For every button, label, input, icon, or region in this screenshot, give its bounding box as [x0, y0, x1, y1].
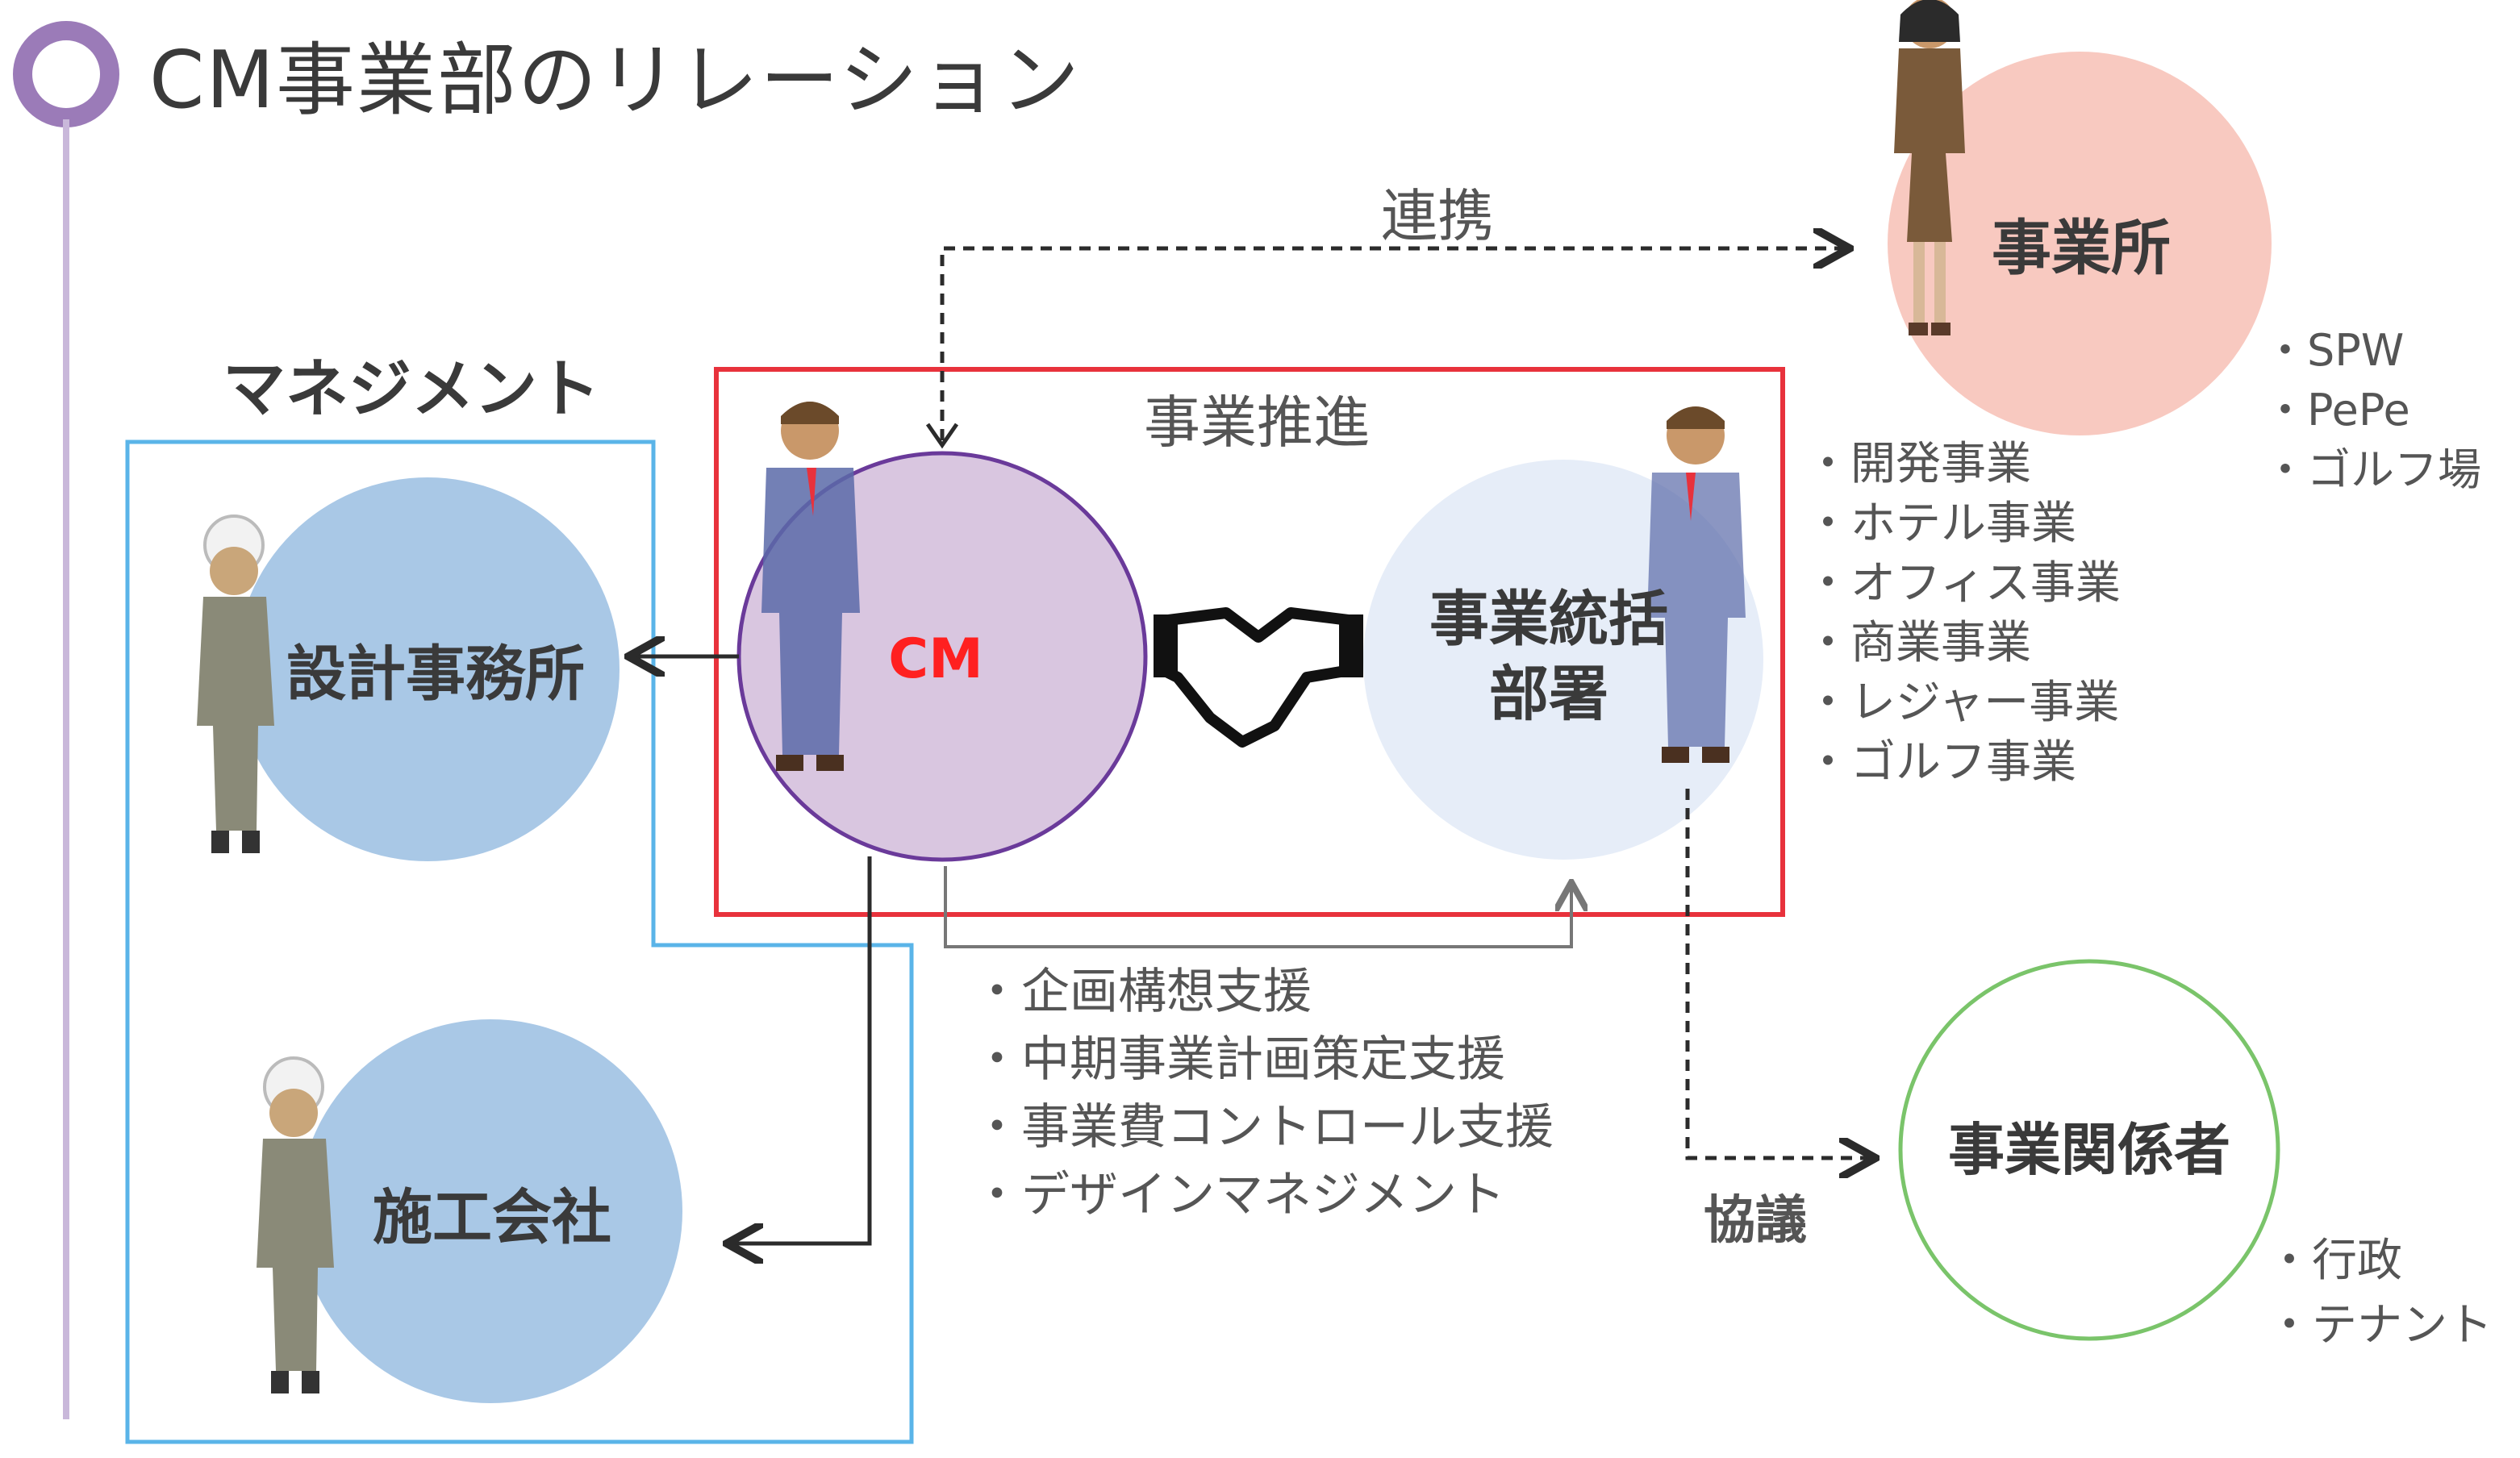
page-title: CM事業部のリレーション [149, 35, 1082, 127]
site-list: ・SPW ・PePe ・ゴルフ場 [2263, 329, 2481, 508]
cooperation-label: 連携 [1381, 183, 1494, 249]
arrow-cooperation [940, 248, 1846, 440]
arrow-cooperation-head-icon [925, 423, 959, 449]
list-item: ・事業費コントロール支援 [973, 1099, 1554, 1156]
list-item: ・テナント [2267, 1299, 2493, 1352]
title-ring-icon [13, 21, 119, 127]
support-list: ・企画構想支援 ・中期事業計画策定支援 ・事業費コントロール支援 ・デザインマネ… [973, 968, 1554, 1239]
design-office-label: 設計事務所 [286, 639, 585, 709]
list-item: ・ゴルフ場 [2263, 444, 2481, 495]
construction-company-label: 施工会社 [373, 1183, 611, 1252]
list-item: ・オフィス事業 [1805, 557, 2121, 610]
list-item: ・ゴルフ事業 [1805, 736, 2076, 789]
stakeholders-label: 事業関係者 [1948, 1117, 2230, 1183]
stakeholders-circle [1898, 959, 2280, 1341]
list-item: ・商業事業 [1805, 617, 2031, 669]
worker-figure-icon [197, 514, 274, 853]
list-item: ・開発事業 [1805, 438, 2031, 490]
business-promotion-label: 事業推進 [1144, 389, 1370, 456]
arrow-consultation [1685, 789, 1871, 1158]
list-item: ・デザインマネジメント [973, 1167, 1505, 1223]
business-site-circle [1888, 52, 2272, 435]
handshake-icon [1154, 607, 1363, 748]
business-control-dept-label: 事業統括部署 [1429, 585, 1668, 729]
list-item: ・SPW [2263, 325, 2405, 376]
list-item: ・企画構想支援 [973, 964, 1312, 1020]
consultation-label: 協議 [1704, 1191, 1807, 1251]
design-office-circle [236, 477, 620, 861]
construction-company-circle [298, 1019, 682, 1403]
business-areas-list: ・開発事業 ・ホテル事業 ・オフィス事業 ・商業事業 ・レジャー事業 ・ゴルフ事… [1805, 442, 2121, 800]
list-item: ・中期事業計画策定支援 [973, 1031, 1505, 1088]
list-item: ・行政 [2267, 1235, 2402, 1287]
management-label: マネジメント [223, 353, 601, 426]
arrow-cm-to-construction [731, 856, 872, 1243]
businessman-figure-icon [761, 402, 860, 771]
arrow-cm-to-dept [944, 866, 1571, 948]
woman-figure-icon [1894, 0, 1965, 335]
list-item: ・PePe [2263, 385, 2410, 435]
business-site-label: 事業所 [1992, 214, 2171, 283]
stakeholder-list: ・行政 ・テナント [2267, 1239, 2493, 1368]
cm-label: CM [888, 627, 983, 691]
list-item: ・ホテル事業 [1805, 498, 2076, 550]
businessman-figure-icon [1647, 406, 1746, 763]
management-frame [125, 439, 914, 1444]
business-promotion-frame [714, 367, 1785, 917]
worker-figure-icon [257, 1056, 334, 1393]
list-item: ・レジャー事業 [1805, 677, 2120, 729]
